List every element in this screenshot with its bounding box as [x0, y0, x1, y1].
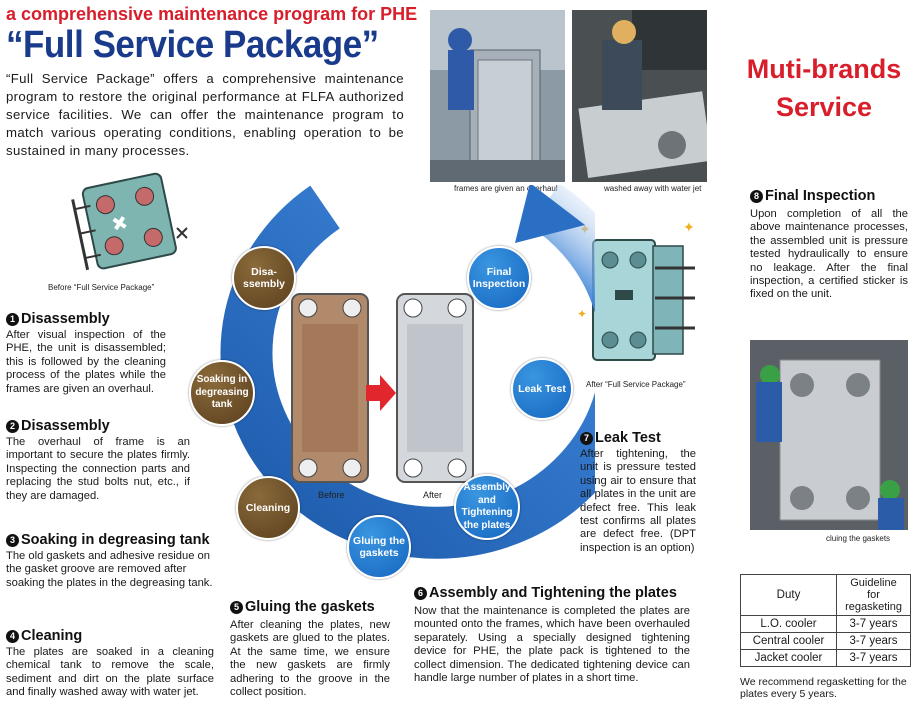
caption-before-package: Before “Full Service Package” — [48, 283, 155, 292]
step-bubble-leak-test: Leak Test — [511, 358, 573, 420]
duty-note: We recommend regasketting for the plates… — [740, 676, 907, 700]
subtitle: a comprehensive maintenance program for … — [6, 4, 418, 24]
step-number-icon: 8 — [750, 190, 763, 203]
step-number-icon: 4 — [6, 630, 19, 643]
table-cell-guideline: 3-7 years — [836, 632, 911, 650]
step-number-icon: 3 — [6, 534, 19, 547]
brand-line-2: Service — [775, 92, 873, 122]
step-bubble-cleaning: Cleaning — [236, 476, 300, 540]
table-cell-guideline: 3-7 years — [836, 615, 911, 633]
table-cell-duty: L.O. cooler — [740, 615, 837, 633]
section-body: After visual inspection of the PHE, the … — [6, 329, 166, 395]
duty-table: Duty Guideline for regasketing L.O. cool… — [740, 574, 911, 667]
section-body: The plates are soaked in a cleaning chem… — [6, 646, 214, 699]
caption-washed-away: washed away with water jet — [604, 184, 702, 193]
duty-table-container: Duty Guideline for regasketing L.O. cool… — [740, 574, 911, 667]
illustration-after-package: ✦ ✦ ✦ — [575, 218, 705, 378]
brand-service-heading: Muti-brands Service — [728, 50, 920, 126]
caption-after: After — [423, 490, 443, 500]
section-body: After tightening, the unit is pressure t… — [580, 448, 696, 554]
step-bubble-gluing: Gluing the gaskets — [347, 515, 411, 579]
section-body: Upon completion of all the above mainten… — [750, 208, 908, 301]
table-cell-duty: Central cooler — [740, 632, 837, 650]
section-body: Now that the maintenance is completed th… — [414, 605, 690, 685]
plate-after-image — [395, 292, 475, 484]
plate-before-image — [290, 292, 370, 484]
step-bubble-disassembly: Disa- ssembly — [232, 246, 296, 310]
caption-after-package: After “Full Service Package” — [586, 380, 686, 389]
illustration-before-package — [65, 168, 195, 280]
table-cell-guideline: 3-7 years — [836, 649, 911, 667]
photo-cluing-gaskets — [750, 340, 908, 530]
brand-line-1: Muti-brands — [746, 54, 902, 84]
section-body: The old gaskets and adhesive residue on … — [6, 550, 213, 589]
table-row: L.O. cooler 3-7 years — [740, 615, 911, 633]
step-number-icon: 6 — [414, 587, 427, 600]
table-header-duty: Duty — [740, 574, 837, 616]
caption-frames-overhaul: frames are given an overhaul — [454, 184, 558, 193]
photo-water-jet — [572, 10, 707, 182]
svg-text:✦: ✦ — [577, 307, 587, 321]
table-row: Jacket cooler 3-7 years — [740, 649, 911, 667]
step-bubble-final-inspection: Final Inspection — [467, 246, 531, 310]
step-bubble-soaking: Soaking in degreasing tank — [189, 360, 255, 426]
svg-text:✦: ✦ — [683, 220, 695, 236]
section-body: The overhaul of frame is an important to… — [6, 436, 190, 502]
table-cell-duty: Jacket cooler — [740, 649, 837, 667]
caption-cluing-gaskets: cluing the gaskets — [826, 534, 891, 543]
photo-frame-overhaul — [430, 10, 565, 182]
caption-before: Before — [318, 490, 345, 500]
table-header-row: Duty Guideline for regasketing — [740, 574, 911, 616]
step-number-icon: 1 — [6, 313, 19, 326]
page-title: “Full Service Package” — [6, 24, 379, 66]
arrow-right-icon — [366, 375, 396, 411]
table-header-guideline: Guideline for regasketing — [836, 574, 911, 616]
step-number-icon: 2 — [6, 420, 19, 433]
section-body: After cleaning the plates, new gaskets a… — [230, 619, 390, 699]
step-number-icon: 7 — [580, 432, 593, 445]
step-number-icon: 5 — [230, 601, 243, 614]
table-row: Central cooler 3-7 years — [740, 632, 911, 650]
intro-text: “Full Service Package” offers a comprehe… — [6, 71, 404, 158]
step-bubble-assembly: Assembly and Tightening the plates — [454, 474, 520, 540]
